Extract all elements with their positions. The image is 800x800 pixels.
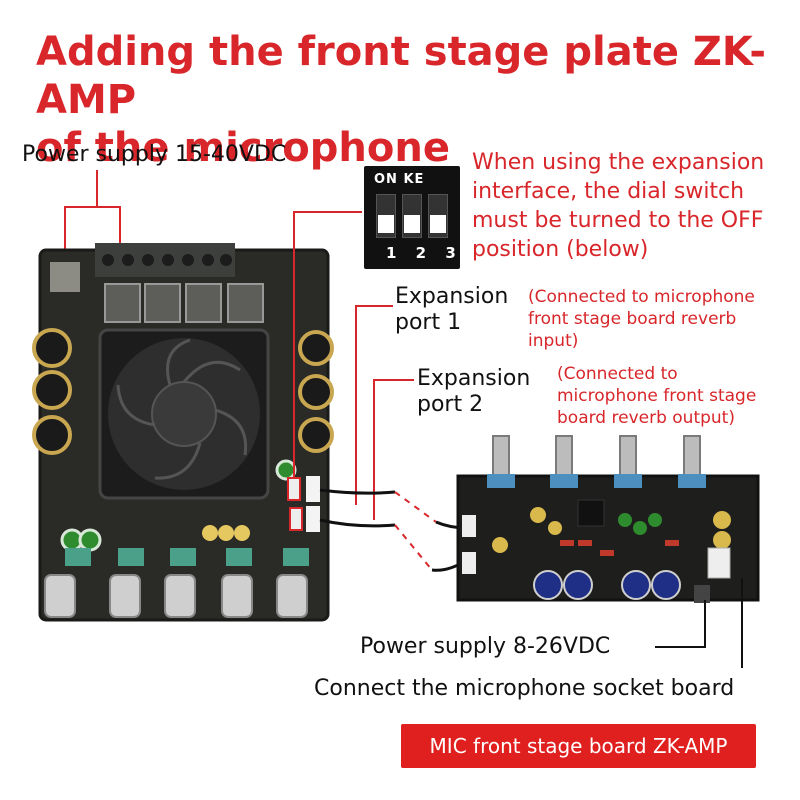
expansion-note-line-3: must be turned to the OFF [472, 208, 764, 233]
expansion-port-2-note-line-2: microphone front stage [557, 386, 757, 406]
expansion-note-line-1: When using the expansion [472, 150, 765, 175]
expansion-port-1-note-line-3: input) [528, 331, 579, 351]
dip-switch-numbers: 1 2 3 [386, 244, 463, 262]
title-line-1: Adding the front stage plate ZK-AMP [36, 29, 766, 123]
main-power-label: Power supply 15-40VDC [22, 142, 287, 167]
dip-slot-3 [428, 194, 448, 238]
dip-slot-1 [376, 194, 396, 238]
page-title: Adding the front stage plate ZK-AMP of t… [36, 28, 776, 172]
expansion-port-1-label: Expansion port 1 [395, 284, 508, 336]
dip-switch: ON KE 1 2 3 [364, 166, 460, 269]
dip-switch-header: ON KE [374, 172, 425, 187]
expansion-port-1-note: (Connected to microphone front stage boa… [528, 286, 755, 352]
expansion-note: When using the expansion interface, the … [472, 148, 764, 264]
title-line-2: of the microphone [36, 125, 450, 171]
expansion-note-line-4: position (below) [472, 237, 649, 262]
mic-socket-label: Connect the microphone socket board [314, 676, 735, 701]
expansion-port-2-note-line-3: board reverb output) [557, 408, 735, 428]
power-bracket [64, 170, 121, 265]
expansion-port-2-note: (Connected to microphone front stage boa… [557, 363, 756, 429]
expansion-note-line-2: interface, the dial switch [472, 179, 745, 204]
expansion-port-2-line-1: Expansion [417, 366, 531, 391]
mic-front-stage-board [456, 435, 760, 603]
dip-slot-2 [402, 194, 422, 238]
mic-board-power-label: Power supply 8-26VDC [360, 634, 611, 659]
expansion-port-2-line-2: port 2 [417, 392, 484, 417]
expansion-port-1-note-line-1: (Connected to microphone [528, 287, 755, 307]
mic-board-badge: MIC front stage board ZK-AMP [401, 724, 756, 768]
expansion-port-1-note-line-2: front stage board reverb [528, 309, 737, 329]
expansion-port-1-line-1: Expansion [395, 284, 509, 309]
expansion-port-2-label: Expansion port 2 [417, 366, 530, 418]
expansion-port-2-note-line-1: (Connected to [557, 364, 678, 384]
expansion-port-1-line-2: port 1 [395, 310, 462, 335]
main-amp-board [32, 243, 334, 622]
